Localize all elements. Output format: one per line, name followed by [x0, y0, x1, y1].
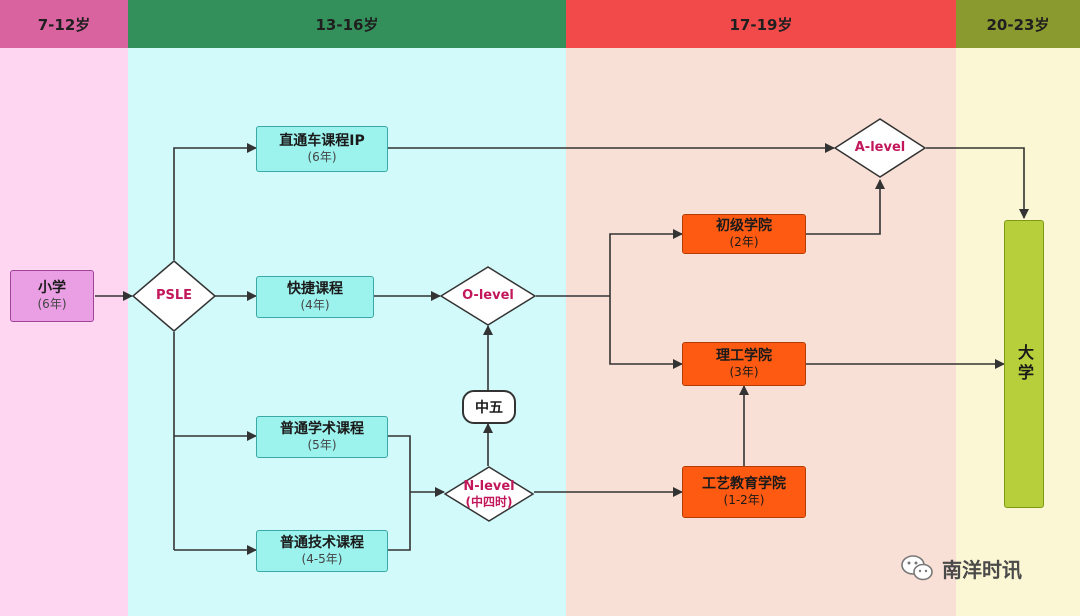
band-body [0, 48, 128, 616]
node-title: PSLE [155, 288, 193, 304]
a-level-diamond: A-level [834, 118, 926, 178]
node-duration: (2年) [729, 235, 759, 250]
psle-diamond: PSLE [132, 260, 216, 332]
node-title: N-level [463, 479, 515, 494]
diamond-shape [444, 466, 534, 522]
diamond-shape [132, 260, 216, 332]
ip-programme-box: 直通车课程IP (6年) [256, 126, 388, 172]
node-title: 小学 [38, 279, 66, 296]
arrow-psle-ip [173, 143, 257, 260]
brand-watermark: 南洋时讯 [900, 552, 1022, 584]
normal-academic-box: 普通学术课程 (5年) [256, 416, 388, 458]
secondary-five-pill: 中五 [462, 390, 516, 424]
band-7-12: 7-12岁 [0, 0, 128, 616]
arrow-olevel-poly [609, 296, 683, 369]
band-header: 13-16岁 [128, 0, 566, 48]
node-title: 普通学术课程 [280, 420, 364, 437]
ite-box: 工艺教育学院 (1-2年) [682, 466, 806, 518]
node-duration: (4年) [300, 298, 330, 313]
band-17-19: 17-19岁 [566, 0, 956, 616]
wechat-icon [901, 555, 933, 581]
node-duration: (1-2年) [723, 493, 765, 508]
junior-college-box: 初级学院 (2年) [682, 214, 806, 254]
university-box: 大学 [1004, 220, 1044, 508]
band-header: 17-19岁 [566, 0, 956, 48]
connector-na [388, 435, 411, 492]
normal-technical-box: 普通技术课程 (4-5年) [256, 530, 388, 572]
node-title: 工艺教育学院 [702, 475, 786, 492]
o-level-diamond: O-level [440, 266, 536, 326]
arrow-jc-alevel [806, 179, 885, 235]
node-title: O-level [462, 288, 514, 304]
node-title: 理工学院 [716, 347, 772, 364]
arrow-olevel-jc [609, 229, 683, 296]
node-title: 普通技术课程 [280, 534, 364, 551]
node-duration: (5年) [307, 438, 337, 453]
primary-school-box: 小学 (6年) [10, 270, 94, 322]
node-title: 初级学院 [716, 217, 772, 234]
node-duration: (4-5年) [301, 552, 343, 567]
node-duration: (3年) [729, 365, 759, 380]
diamond-shape [834, 118, 926, 178]
node-title: 大学 [1015, 344, 1034, 384]
polytechnic-box: 理工学院 (3年) [682, 342, 806, 386]
node-title: A-level [854, 140, 906, 156]
node-title: 直通车课程IP [279, 132, 365, 149]
diamond-shape [440, 266, 536, 326]
brand-name: 南洋时讯 [942, 557, 1022, 582]
node-duration: (6年) [37, 297, 67, 312]
arrow-alevel-uni [926, 147, 1029, 219]
connector-nt [388, 492, 411, 551]
n-level-diamond: N-level (中四时) [444, 466, 534, 522]
node-duration: (6年) [307, 150, 337, 165]
node-title: 快捷课程 [287, 280, 343, 297]
node-title: 中五 [475, 400, 503, 416]
express-course-box: 快捷课程 (4年) [256, 276, 374, 318]
band-header: 20-23岁 [956, 0, 1080, 48]
node-subtitle: (中四时) [465, 494, 513, 509]
band-header: 7-12岁 [0, 0, 128, 48]
